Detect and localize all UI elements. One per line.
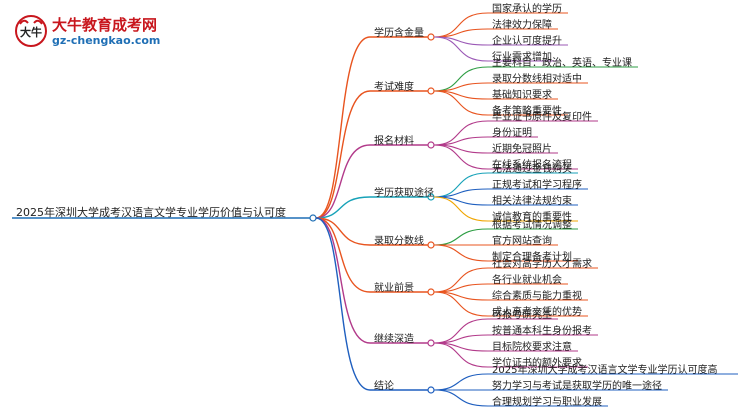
branch-connector	[315, 217, 371, 293]
leaf-node: 诚信教育的重要性	[492, 212, 572, 223]
leaf-connector	[433, 342, 489, 368]
leaf-connector	[433, 196, 489, 222]
leaf-node: 官方网站查询	[492, 236, 552, 247]
branch-node: 录取分数线	[374, 236, 424, 247]
leaf-node: 努力学习与考试是获取学历的唯一途径	[492, 381, 662, 392]
site-url: gz-chengkao.com	[52, 34, 161, 47]
branch-node: 学历获取途径	[374, 188, 434, 199]
leaf-node: 无法通过金钱购买	[492, 164, 572, 175]
leaf-node: 主要科目：政治、英语、专业课	[492, 58, 632, 69]
leaf-node: 制定合理备考计划	[492, 252, 572, 263]
leaf-connector	[433, 90, 489, 116]
branch-connector	[315, 36, 371, 219]
leaf-node: 成人高考文凭的优势	[492, 307, 582, 318]
branch-node: 报名材料	[374, 136, 414, 147]
leaf-connector	[433, 36, 489, 62]
leaf-connector	[433, 228, 489, 246]
leaf-node: 毕业证书原件及复印件	[492, 112, 592, 123]
root-topic: 2025年深圳大学成考汉语言文学专业学历价值与认可度	[16, 206, 286, 219]
leaf-connector	[433, 267, 489, 293]
leaf-node: 行业需求增加	[492, 52, 552, 63]
leaf-node: 企业认可度提升	[492, 36, 562, 47]
leaf-node: 2025年深圳大学成考汉语言文学专业学历认可度高	[492, 365, 718, 376]
leaf-connector	[433, 318, 489, 344]
leaf-node: 法律效力保障	[492, 20, 552, 31]
leaf-connector	[433, 291, 489, 317]
leaf-connector	[433, 144, 489, 170]
leaf-node: 根据考试情况调整	[492, 220, 572, 231]
svg-text:大牛: 大牛	[20, 25, 42, 39]
branch-connector-dot	[427, 339, 435, 347]
leaf-node: 基础知识要求	[492, 90, 552, 101]
branch-node: 继续深造	[374, 334, 414, 345]
leaf-node: 按普通本科生身份报考	[492, 326, 592, 337]
leaf-node: 合理规划学习与职业发展	[492, 397, 602, 408]
leaf-connector	[433, 389, 489, 407]
leaf-connector	[433, 66, 489, 92]
branch-connector	[315, 217, 371, 246]
branch-connector-dot	[427, 241, 435, 249]
branch-connector-dot	[427, 141, 435, 149]
bull-logo-icon: 大牛	[15, 15, 47, 47]
branch-connector-dot	[427, 33, 435, 41]
branch-connector-dot	[427, 288, 435, 296]
root-connector-dot	[309, 214, 317, 222]
leaf-node: 各行业就业机会	[492, 275, 562, 286]
branch-node: 就业前景	[374, 283, 414, 294]
branch-connector	[315, 144, 371, 219]
leaf-connector	[433, 244, 489, 262]
branch-connector	[315, 217, 371, 391]
leaf-node: 可报考研究生	[492, 310, 552, 321]
leaf-node: 正规考试和学习程序	[492, 180, 582, 191]
leaf-connector	[433, 120, 489, 146]
leaf-node: 综合素质与能力重视	[492, 291, 582, 302]
leaf-node: 近期免冠照片	[492, 144, 552, 155]
leaf-connector	[433, 373, 489, 391]
branch-connector	[315, 196, 371, 219]
branch-connector-dot	[427, 87, 435, 95]
branch-node: 学历含金量	[374, 28, 424, 39]
branch-connector	[315, 90, 371, 219]
site-logo[interactable]: 大牛 大牛教育成考网 gz-chengkao.com	[14, 14, 184, 54]
leaf-node: 目标院校要求注意	[492, 342, 572, 353]
leaf-node: 国家承认的学历	[492, 4, 562, 15]
branch-connector-dot	[427, 386, 435, 394]
leaf-node: 学位证书的额外要求	[492, 358, 582, 369]
leaf-node: 相关法律法规约束	[492, 196, 572, 207]
leaf-connector	[433, 172, 489, 198]
branch-connector	[315, 217, 371, 344]
leaf-node: 备考策略重要性	[492, 106, 562, 117]
leaf-node: 录取分数线相对适中	[492, 74, 582, 85]
leaf-node: 在线系统报名流程	[492, 160, 572, 171]
site-title: 大牛教育成考网	[52, 16, 158, 34]
leaf-connector	[433, 12, 489, 38]
leaf-node: 身份证明	[492, 128, 532, 139]
branch-node: 结论	[374, 381, 394, 392]
leaf-node: 社会对高学历人才需求	[492, 259, 592, 270]
branch-node: 考试难度	[374, 82, 414, 93]
